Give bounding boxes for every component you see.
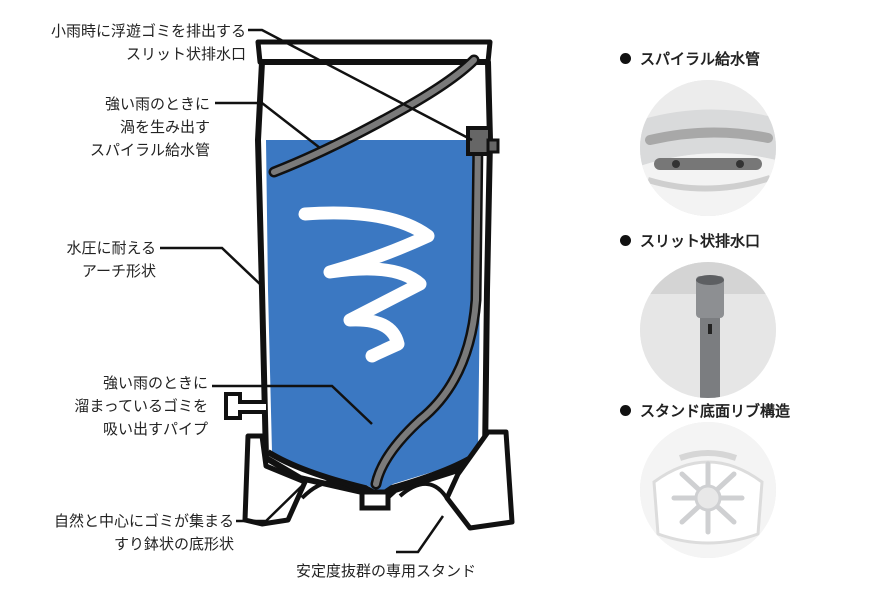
swirl-mark — [298, 206, 435, 363]
legend-title-slit-outlet: スリット状排水口 — [620, 230, 760, 251]
suction-pipe-inner — [373, 135, 481, 487]
callout-bowl-bottom-line1: 自然と中心にゴミが集まる — [53, 512, 234, 530]
callout-slit-outlet-line2: スリット状排水口 — [125, 45, 246, 63]
photo-stand-ribs — [640, 422, 776, 558]
callout-spiral-inlet-line1: 強い雨のときに — [104, 95, 210, 113]
legend-title-spiral-inlet-text: スパイラル給水管 — [640, 50, 761, 68]
callout-arch-shape-line1: 水圧に耐える — [66, 239, 156, 257]
side-tap — [224, 392, 266, 420]
leader-arch — [160, 246, 263, 287]
slit-outlet-cap — [486, 138, 500, 154]
callout-spiral-inlet: 強い雨のときに 渦を生み出す スパイラル給水管 — [40, 93, 210, 162]
photo-spiral-inlet — [640, 80, 776, 216]
callout-arch-shape: 水圧に耐える アーチ形状 — [20, 237, 156, 283]
callout-bowl-bottom: 自然と中心にゴミが集まる すり鉢状の底形状 — [6, 510, 234, 556]
leader-bowl — [236, 479, 309, 523]
callout-bowl-bottom-line2: すり鉢状の底形状 — [113, 535, 234, 553]
leader-stand — [396, 515, 445, 554]
spiral-inlet-pipe-inner — [271, 57, 477, 175]
bullet-icon — [620, 235, 631, 246]
bullet-icon — [620, 53, 631, 64]
callout-suction-pipe: 強い雨のときに 溜まっているゴミを 吸い出すパイプ — [30, 372, 208, 441]
bullet-icon — [620, 405, 631, 416]
legend-title-slit-outlet-text: スリット状排水口 — [640, 232, 761, 250]
photo-slit-outlet — [640, 262, 776, 398]
stand-inner-curve — [300, 479, 357, 500]
stand-inner-curve-right — [398, 481, 450, 502]
leader-spiral-inlet — [215, 101, 321, 149]
callout-suction-pipe-line3: 吸い出すパイプ — [102, 420, 208, 438]
leader-slit-outlet — [248, 28, 473, 142]
callout-spiral-inlet-line2: 渦を生み出す — [119, 118, 210, 136]
bottom-outlet — [359, 489, 391, 511]
legend-title-spiral-inlet: スパイラル給水管 — [620, 48, 760, 69]
stand-left-leg — [242, 433, 308, 527]
callout-spiral-inlet-line3: スパイラル給水管 — [89, 141, 210, 159]
callout-stand: 安定度抜群の専用スタンド — [295, 562, 476, 580]
legend-title-stand-ribs-text: スタンド底面リブ構造 — [640, 402, 791, 420]
leader-suction-pipe — [212, 384, 373, 425]
callout-suction-pipe-line2: 溜まっているゴミを — [74, 397, 208, 415]
callout-slit-outlet-line1: 小雨時に浮遊ゴミを排出する — [50, 22, 246, 40]
callout-slit-outlet: 小雨時に浮遊ゴミを排出する スリット状排水口 — [10, 20, 246, 66]
callout-arch-shape-line2: アーチ形状 — [81, 262, 156, 280]
callout-suction-pipe-line1: 強い雨のときに — [102, 374, 208, 392]
legend-title-stand-ribs: スタンド底面リブ構造 — [620, 400, 790, 421]
stand-right-leg — [444, 429, 515, 531]
